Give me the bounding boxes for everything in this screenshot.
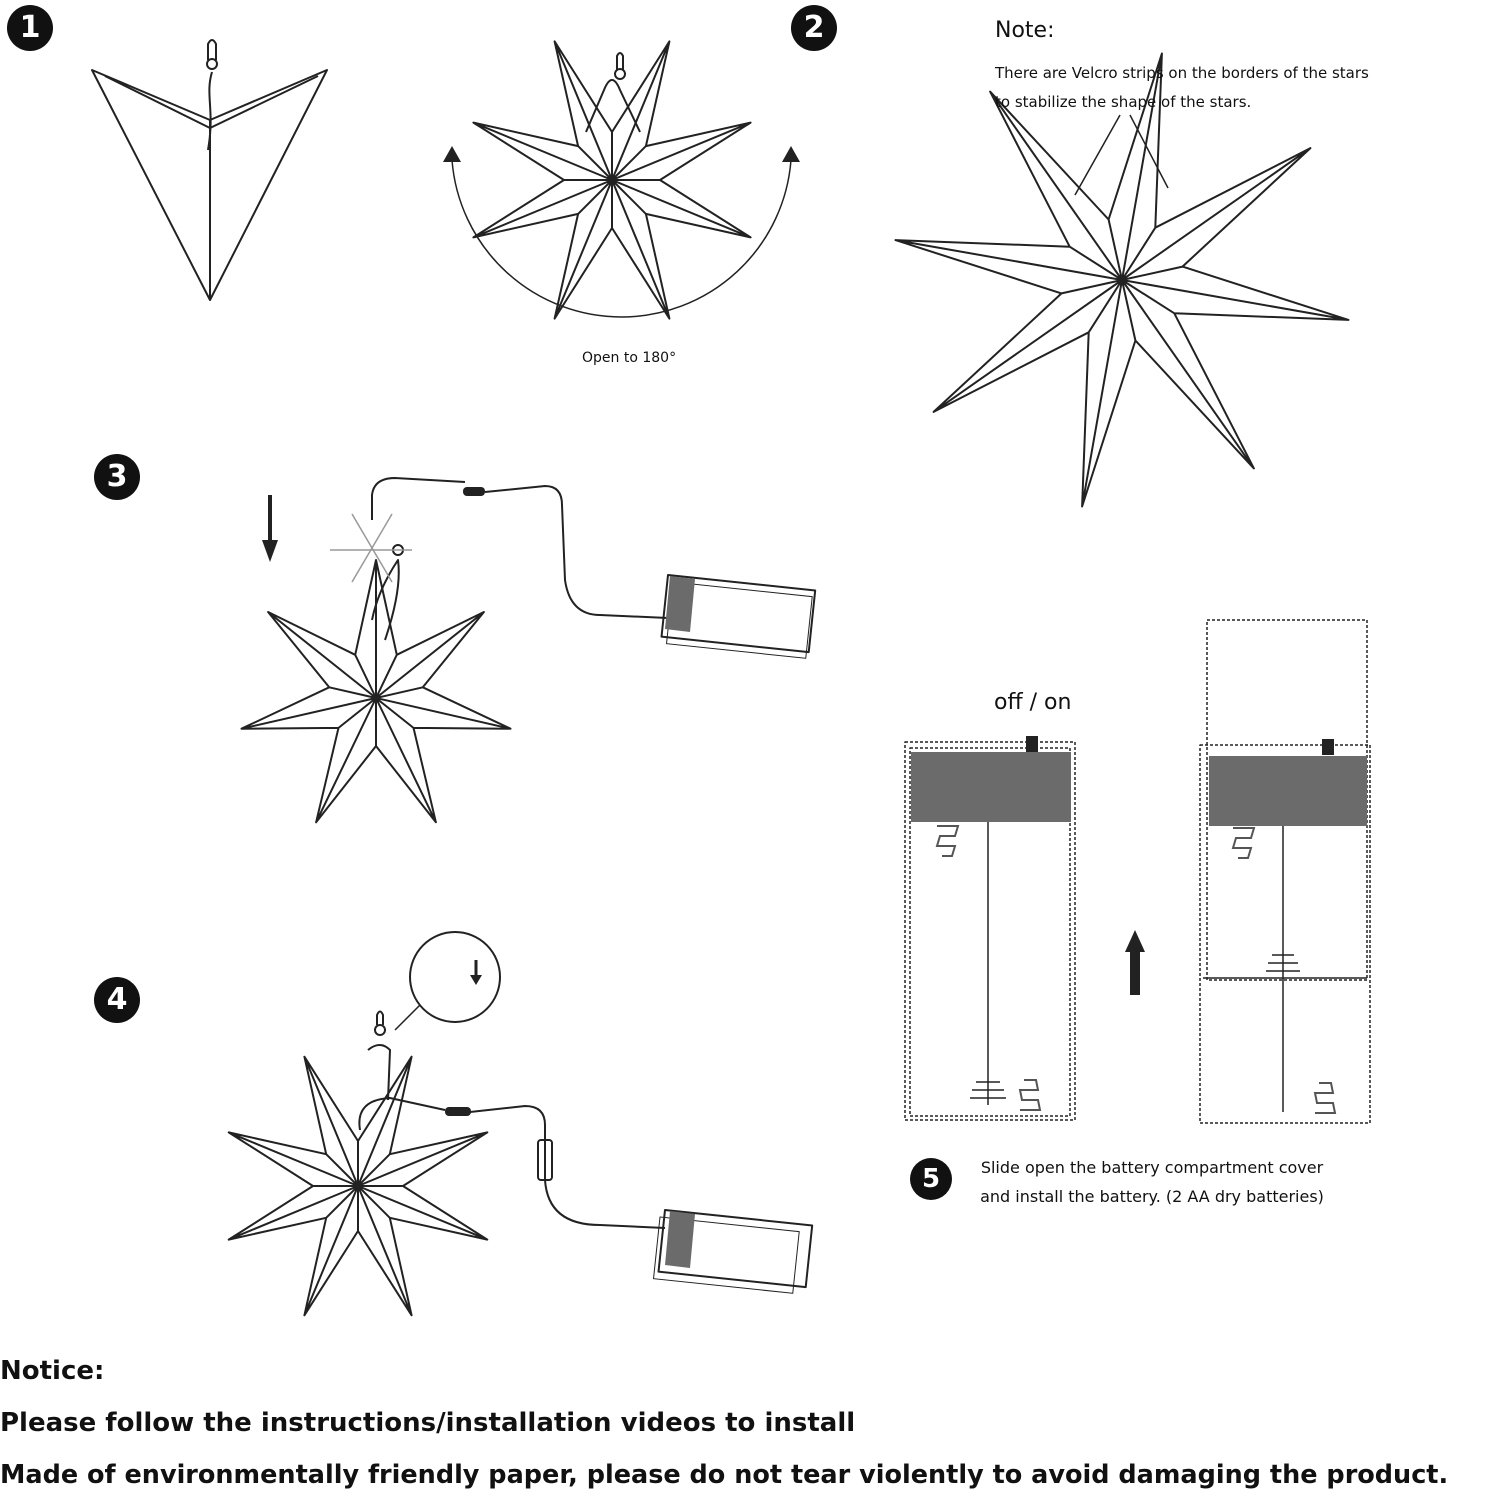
step-2-badge: 2	[791, 5, 837, 51]
note-star	[894, 52, 1350, 508]
folded-star-point	[91, 39, 328, 301]
battery-contact-plus	[970, 954, 1300, 1099]
step-5-badge: 5	[910, 1158, 952, 1200]
battery-box-closed	[904, 741, 1076, 1121]
step-5-line-1: Slide open the battery compartment cover	[980, 1158, 1324, 1177]
note-title: Note:	[995, 18, 1055, 43]
step-3-badge: 3	[94, 454, 140, 500]
switch-label: off / on	[994, 690, 1072, 715]
open-star-step2	[451, 40, 792, 320]
notice-title: Notice:	[0, 1356, 105, 1386]
note-line-1: There are Velcro strips on the borders o…	[995, 64, 1369, 82]
star-step4	[227, 931, 814, 1317]
battery-springs	[935, 825, 1337, 1114]
step-1-badge: 1	[7, 5, 53, 51]
note-line-2: to stabilize the shape of the stars.	[995, 93, 1252, 111]
step-4-badge: 4	[94, 977, 140, 1023]
notice-line-2: Made of environmentally friendly paper, …	[0, 1460, 1449, 1490]
battery-box-open	[1199, 619, 1371, 1124]
step-5-line-2: and install the battery. (2 AA dry batte…	[980, 1187, 1324, 1206]
star-step3	[240, 477, 817, 824]
notice-line-1: Please follow the instructions/installat…	[0, 1408, 856, 1438]
step-2-caption: Open to 180°	[582, 350, 677, 366]
battery-caps	[665, 576, 1367, 1268]
